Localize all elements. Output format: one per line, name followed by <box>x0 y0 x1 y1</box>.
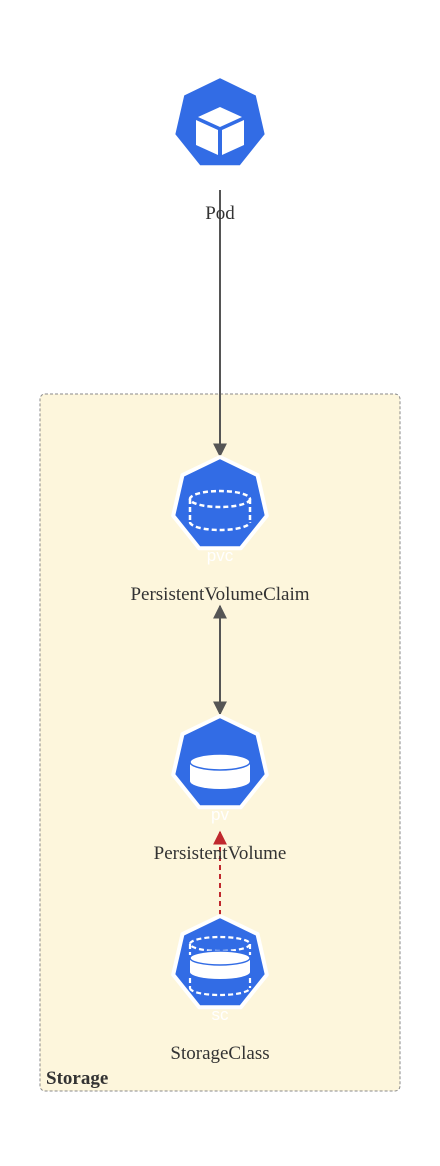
pv-label: PersistentVolume <box>154 843 287 864</box>
node-sc[interactable]: sc StorageClass <box>170 914 270 1064</box>
pvc-heptagon <box>171 455 269 551</box>
node-pod[interactable]: pod Pod <box>171 74 269 224</box>
dashed-cylinder-icon <box>188 489 252 532</box>
cube-icon <box>196 107 244 155</box>
node-pvc[interactable]: pvc PersistentVolumeClaim <box>130 455 310 605</box>
pod-label: Pod <box>205 203 235 224</box>
pv-badge-text: pv <box>211 805 229 824</box>
node-pv[interactable]: pv PersistentVolume <box>154 714 287 864</box>
sc-label: StorageClass <box>170 1043 269 1064</box>
sc-badge-text: sc <box>212 1005 230 1024</box>
stacked-cylinders-icon <box>188 935 252 997</box>
storage-cluster-label: Storage <box>46 1068 108 1089</box>
pvc-badge-text: pvc <box>207 546 234 565</box>
cylinder-icon <box>189 753 251 789</box>
pod-badge-text: pod <box>206 165 234 184</box>
pvc-label: PersistentVolumeClaim <box>130 584 309 605</box>
